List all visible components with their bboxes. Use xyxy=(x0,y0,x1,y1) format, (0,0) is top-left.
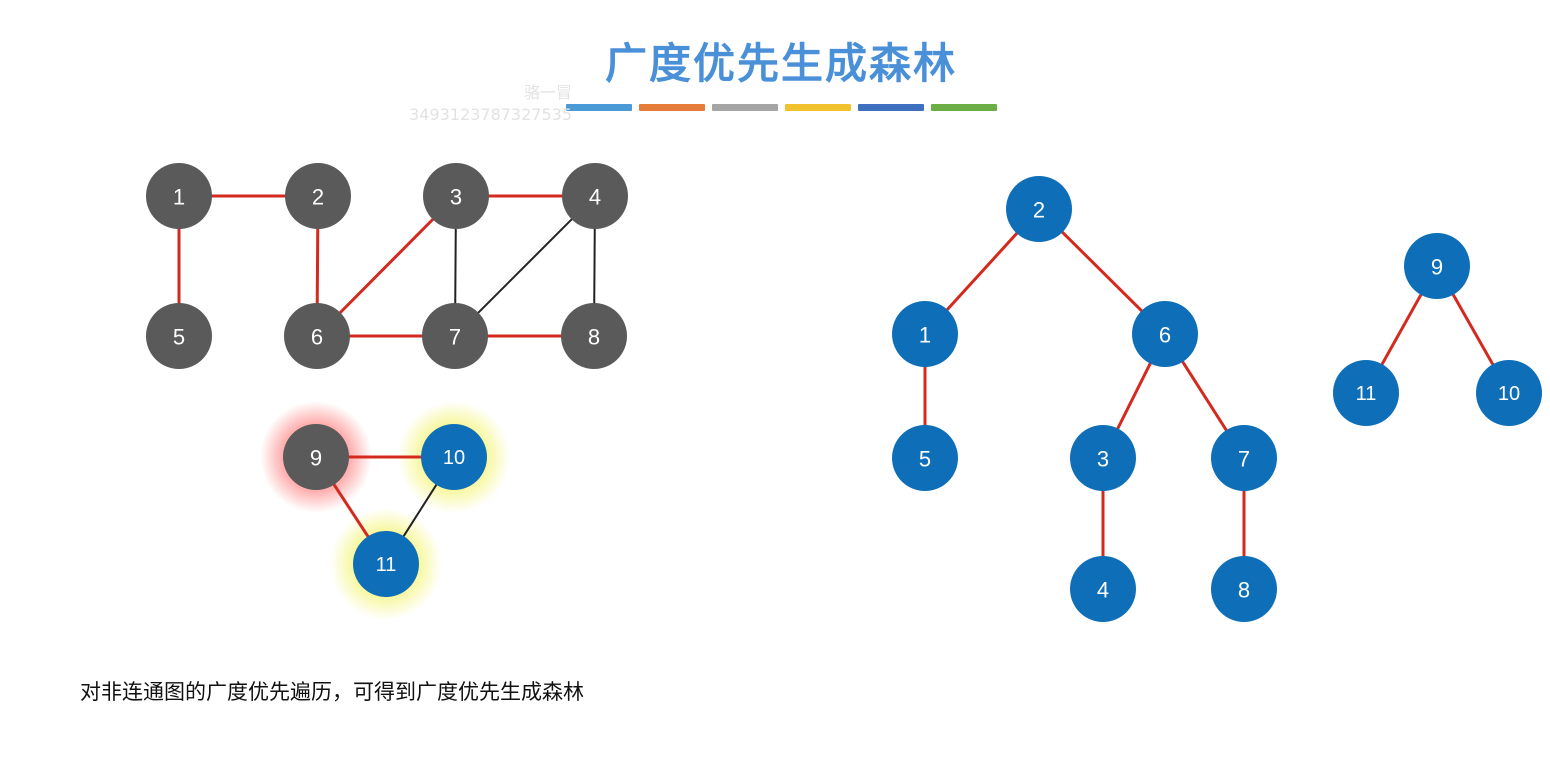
forest-edge-9-10 xyxy=(1450,292,1496,367)
graph-edge-4-8 xyxy=(593,226,596,306)
title-color-bar xyxy=(639,104,705,111)
node-circle xyxy=(562,163,628,229)
forest-edges xyxy=(923,229,1496,558)
node-label: 2 xyxy=(312,185,324,210)
watermark-id: 3493123787327535 xyxy=(409,105,572,124)
forest-node-7: 7 xyxy=(1211,425,1277,491)
node-circle xyxy=(146,163,212,229)
graph-node-6: 6 xyxy=(284,303,350,369)
graph-node-8: 8 xyxy=(561,303,627,369)
node-circle xyxy=(892,301,958,367)
node-circle xyxy=(1070,556,1136,622)
node-circle xyxy=(1333,360,1399,426)
graph-nodes: 1 2 3 4 5 6 7 8 9 10 11 xyxy=(146,163,628,597)
node-circle xyxy=(561,303,627,369)
forest-edge-9-11 xyxy=(1379,292,1424,367)
node-label: 5 xyxy=(919,447,931,472)
title-color-bars xyxy=(566,104,997,112)
node-label: 8 xyxy=(588,325,600,350)
node-circle xyxy=(146,303,212,369)
node-label: 9 xyxy=(1431,255,1443,280)
node-circle xyxy=(1132,301,1198,367)
title-color-bar xyxy=(712,104,778,111)
title-color-bar xyxy=(931,104,997,111)
node-label: 11 xyxy=(376,554,397,576)
slide-title: 广度优先生成森林 xyxy=(604,39,957,88)
node-label: 4 xyxy=(589,185,601,210)
graph-edge-2-6 xyxy=(315,226,320,306)
node-label: 10 xyxy=(1498,383,1520,405)
forest-node-6: 6 xyxy=(1132,301,1198,367)
node-label: 11 xyxy=(1356,383,1377,405)
node-label: 6 xyxy=(311,325,323,350)
graph-node-9: 9 xyxy=(283,424,349,490)
forest-node-9: 9 xyxy=(1404,233,1470,299)
node-label: 3 xyxy=(450,185,462,210)
node-label: 1 xyxy=(173,185,185,210)
title-color-bar xyxy=(566,104,632,111)
node-label: 8 xyxy=(1238,578,1250,603)
node-circle xyxy=(1211,425,1277,491)
node-circle xyxy=(1211,556,1277,622)
graph-node-5: 5 xyxy=(146,303,212,369)
forest-node-10: 10 xyxy=(1476,360,1542,426)
graph-node-4: 4 xyxy=(562,163,628,229)
graph-node-1: 1 xyxy=(146,163,212,229)
node-label: 10 xyxy=(443,447,465,469)
node-circle xyxy=(283,424,349,490)
watermark-name: 骆一冒 xyxy=(523,83,572,102)
node-circle xyxy=(1006,176,1072,242)
forest-nodes: 2 1 6 5 3 7 4 8 9 11 10 xyxy=(892,176,1542,622)
node-circle xyxy=(422,303,488,369)
caption-text: 对非连通图的广度优先遍历，可得到广度优先生成森林 xyxy=(80,680,584,704)
graph-edges xyxy=(177,194,596,539)
graph-node-10: 10 xyxy=(421,424,487,490)
node-label: 3 xyxy=(1097,447,1109,472)
graph-edge-4-7 xyxy=(476,217,574,315)
graph-node-2: 2 xyxy=(285,163,351,229)
node-circle xyxy=(284,303,350,369)
node-circle xyxy=(1070,425,1136,491)
title-color-bar xyxy=(858,104,924,111)
node-label: 4 xyxy=(1097,578,1109,603)
node-label: 6 xyxy=(1159,323,1171,348)
node-circle xyxy=(1404,233,1470,299)
node-label: 7 xyxy=(449,325,461,350)
forest-node-3: 3 xyxy=(1070,425,1136,491)
node-circle xyxy=(353,531,419,597)
forest-edge-2-6 xyxy=(1059,229,1145,314)
title-color-bar xyxy=(785,104,851,111)
forest-node-1: 1 xyxy=(892,301,958,367)
node-circle xyxy=(421,424,487,490)
forest-node-2: 2 xyxy=(1006,176,1072,242)
forest-node-4: 4 xyxy=(1070,556,1136,622)
node-label: 2 xyxy=(1033,198,1045,223)
node-label: 7 xyxy=(1238,447,1250,472)
node-circle xyxy=(892,425,958,491)
forest-edge-6-3 xyxy=(1115,361,1153,431)
forest-node-11: 11 xyxy=(1333,360,1399,426)
watermark: 骆一冒 3493123787327535 xyxy=(362,82,572,126)
node-label: 1 xyxy=(919,323,931,348)
graph-edge-3-7 xyxy=(454,226,457,306)
node-label: 5 xyxy=(173,325,185,350)
graph-node-7: 7 xyxy=(422,303,488,369)
graph-edge-10-11 xyxy=(401,482,439,539)
graph-node-3: 3 xyxy=(423,163,489,229)
forest-node-5: 5 xyxy=(892,425,958,491)
forest-node-8: 8 xyxy=(1211,556,1277,622)
graph-edge-9-11 xyxy=(331,482,371,539)
node-circle xyxy=(423,163,489,229)
forest-edge-2-1 xyxy=(944,230,1020,313)
forest-edge-6-7 xyxy=(1180,359,1229,433)
graph-edge-3-6 xyxy=(337,216,436,316)
node-circle xyxy=(1476,360,1542,426)
graph-node-11: 11 xyxy=(353,531,419,597)
node-circle xyxy=(285,163,351,229)
node-label: 9 xyxy=(310,446,322,471)
